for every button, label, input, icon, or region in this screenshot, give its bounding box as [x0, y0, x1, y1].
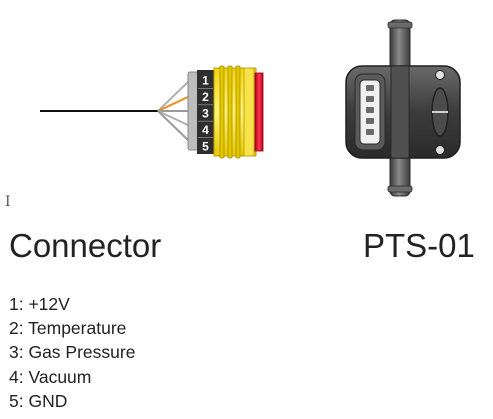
- pin-number-label: 4: [202, 123, 209, 137]
- sensor-title: PTS-01: [363, 227, 475, 264]
- connector-rear-shell: [187, 71, 199, 151]
- pin-number-label: 5: [202, 139, 209, 153]
- pin-number-label: 3: [202, 107, 209, 121]
- sensor-socket-pins: [366, 85, 374, 135]
- pinout-list: 1: +12V 2: Temperature 3: Gas Pressure 4…: [9, 292, 135, 413]
- pin-number-label: 1: [202, 74, 209, 88]
- wire-bundle: [157, 79, 191, 143]
- pin-number-label: 2: [202, 90, 209, 104]
- connector-illustration: 1 2 3 4 5: [40, 65, 264, 159]
- pin-number-labels: 1 2 3 4 5: [198, 74, 213, 153]
- pinout-item: 5: GND: [9, 390, 68, 411]
- pinout-item: 3: Gas Pressure: [9, 342, 136, 363]
- pin-block: [197, 70, 214, 154]
- mounting-hole-top: [435, 70, 445, 80]
- pts-01-sensor-illustration: [345, 19, 461, 197]
- connector-body: [213, 65, 257, 159]
- connector-seal: [254, 72, 264, 152]
- pinout-item: 1: +12V: [9, 294, 70, 314]
- text-cursor-icon: Ⅰ: [5, 194, 11, 210]
- pinout-item: 2: Temperature: [9, 318, 127, 339]
- diagram-canvas: 1 2 3 4 5: [40, 19, 461, 197]
- pinout-item: 4: Vacuum: [9, 366, 92, 387]
- mounting-hole-bottom: [435, 145, 445, 155]
- connector-title: Connector: [9, 227, 162, 264]
